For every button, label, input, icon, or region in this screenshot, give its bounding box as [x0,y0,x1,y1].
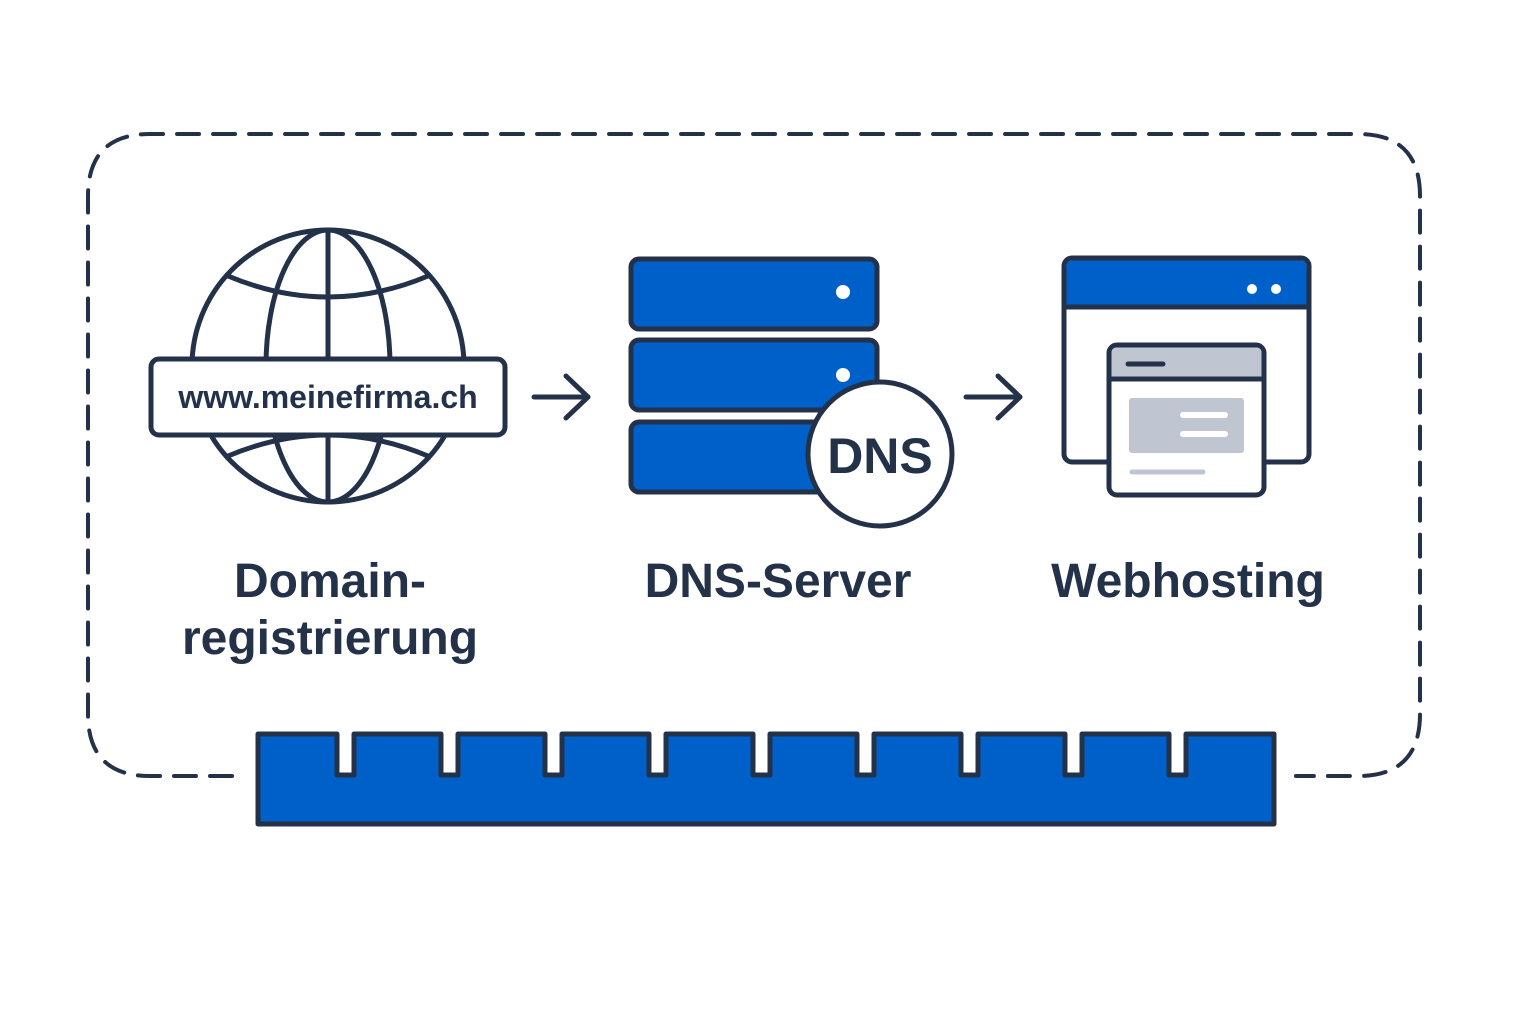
arrow-right-icon [963,373,1023,421]
server-led-middle [836,368,850,382]
webhosting-label: Webhosting [1051,555,1325,608]
dns-server-label: DNS-Server [645,555,912,608]
window-dot [1271,284,1281,294]
url-text: www.meinefirma.ch [177,379,477,415]
connector-strip-icon [255,731,1277,827]
domain-label-line1: Domain- [234,555,426,608]
dns-badge [805,379,955,529]
arrow-right-icon [531,373,591,421]
front-window-titlebar [1111,347,1262,378]
dns-badge-text: DNS [827,428,933,484]
url-box [148,356,508,438]
window-dot [1247,284,1257,294]
content-panel [1129,398,1244,453]
browser-window-icon [1061,255,1312,498]
server-led-top [836,285,850,299]
server-unit-middle [628,337,880,413]
back-window-titlebar [1066,260,1307,306]
dashed-boundary [86,132,1422,778]
server-unit-top [628,256,880,332]
domain-label-line2: registrierung [182,612,478,665]
